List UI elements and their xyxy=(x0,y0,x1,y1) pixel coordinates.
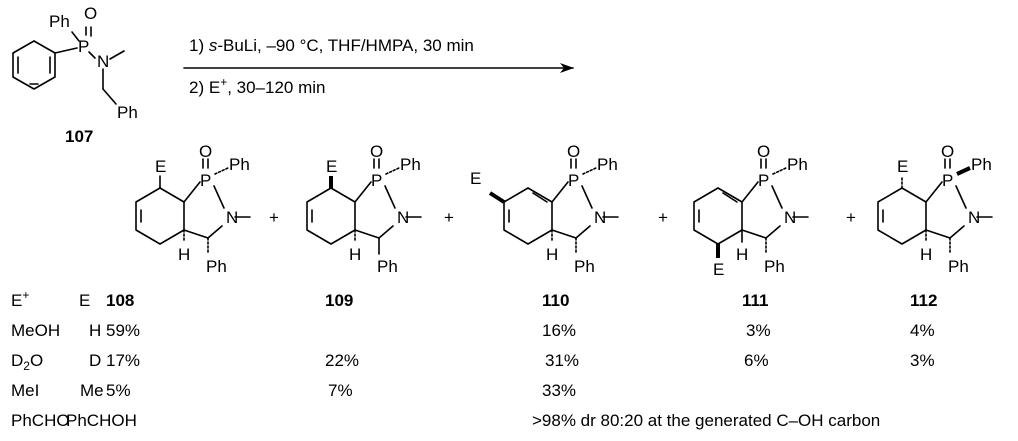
svg-text:D2O: D2O xyxy=(11,351,43,373)
svg-text:PhCHO: PhCHO xyxy=(11,411,70,430)
plus-sign-3: + xyxy=(658,208,668,227)
reagent-oxygen-label: O xyxy=(84,4,97,23)
product-108-structure: E O P N Ph H Ph xyxy=(135,142,251,276)
table-row: D2O D 17% 22% 31% 6% 3% xyxy=(11,351,935,373)
svg-text:D: D xyxy=(89,351,101,370)
svg-text:N: N xyxy=(968,208,980,227)
table-header-electrophile: E+ xyxy=(11,288,29,310)
svg-text:H: H xyxy=(920,245,932,264)
svg-text:Ph: Ph xyxy=(764,257,785,276)
svg-text:P: P xyxy=(568,171,579,190)
svg-text:P: P xyxy=(758,171,769,190)
plus-sign-2: + xyxy=(444,208,454,227)
svg-text:33%: 33% xyxy=(542,381,576,400)
product-112-structure: E O P N Ph H Ph xyxy=(877,142,993,276)
svg-text:O: O xyxy=(941,142,954,161)
svg-text:E: E xyxy=(155,157,166,176)
svg-text:E: E xyxy=(713,260,724,279)
svg-text:N: N xyxy=(784,208,796,227)
svg-text:Ph: Ph xyxy=(229,155,250,174)
compound-number-112: 112 xyxy=(910,291,937,310)
svg-text:H: H xyxy=(89,321,101,340)
svg-text:Ph: Ph xyxy=(377,257,398,276)
condition-step-1: 1) s-BuLi, –90 °C, THF/HMPA, 30 min xyxy=(189,36,474,55)
condition-step-2: 2) E+, 30–120 min xyxy=(189,75,326,97)
table-note: >98% dr 80:20 at the generated C–OH carb… xyxy=(532,411,880,430)
svg-text:P: P xyxy=(371,171,382,190)
svg-text:H: H xyxy=(178,245,190,264)
svg-text:N: N xyxy=(397,208,409,227)
svg-text:O: O xyxy=(199,142,212,161)
svg-text:Ph: Ph xyxy=(400,155,421,174)
reagent-phosphorus-label: P xyxy=(78,37,89,56)
product-110-structure: E O P N Ph H Ph xyxy=(470,142,619,276)
svg-text:O: O xyxy=(567,142,580,161)
svg-text:PhCHOH: PhCHOH xyxy=(66,411,137,430)
svg-text:17%: 17% xyxy=(106,351,140,370)
table-row: MeOH H 59% 16% 3% 4% xyxy=(11,321,935,340)
svg-text:N: N xyxy=(594,208,606,227)
svg-text:6%: 6% xyxy=(744,351,769,370)
svg-text:H: H xyxy=(349,245,361,264)
table-row: MeI Me 5% 7% 33% xyxy=(11,381,576,400)
svg-text:3%: 3% xyxy=(746,321,771,340)
svg-text:31%: 31% xyxy=(545,351,579,370)
svg-text:Ph: Ph xyxy=(971,155,992,174)
svg-text:E: E xyxy=(470,169,481,188)
svg-text:Me: Me xyxy=(80,381,104,400)
svg-text:3%: 3% xyxy=(910,351,935,370)
svg-text:P: P xyxy=(942,171,953,190)
svg-text:59%: 59% xyxy=(106,321,140,340)
svg-text:Ph: Ph xyxy=(206,257,227,276)
compound-number-108: 108 xyxy=(106,291,134,310)
svg-text:5%: 5% xyxy=(106,381,131,400)
reagent-nitrogen-label: N xyxy=(97,52,109,71)
table-header-e: E xyxy=(79,291,90,310)
svg-text:MeI: MeI xyxy=(11,381,39,400)
product-111-structure: E O P N Ph H Ph xyxy=(693,142,809,279)
svg-text:P: P xyxy=(200,171,211,190)
svg-text:Ph: Ph xyxy=(787,155,808,174)
reagent-ph-label: Ph xyxy=(49,12,70,31)
svg-text:Ph: Ph xyxy=(597,155,618,174)
svg-text:O: O xyxy=(370,142,383,161)
plus-sign-4: + xyxy=(846,208,856,227)
table-row: PhCHO PhCHOH >98% dr 80:20 at the genera… xyxy=(11,411,880,430)
reagent-107-structure xyxy=(12,26,125,105)
svg-text:H: H xyxy=(736,245,748,264)
svg-text:4%: 4% xyxy=(910,321,935,340)
svg-text:O: O xyxy=(757,142,770,161)
svg-text:Ph: Ph xyxy=(948,257,969,276)
compound-number-110: 110 xyxy=(542,291,569,310)
svg-text:7%: 7% xyxy=(328,381,353,400)
compound-number-109: 109 xyxy=(325,291,353,310)
svg-text:E: E xyxy=(897,157,908,176)
svg-text:Ph: Ph xyxy=(574,257,595,276)
plus-sign-1: + xyxy=(269,208,279,227)
compound-number-111: 111 xyxy=(742,291,769,310)
svg-text:E: E xyxy=(326,157,337,176)
svg-text:MeOH: MeOH xyxy=(11,321,60,340)
compound-number-107: 107 xyxy=(65,127,93,146)
svg-text:16%: 16% xyxy=(542,321,576,340)
svg-text:H: H xyxy=(546,245,558,264)
reagent-benzyl-ph-label: Ph xyxy=(117,103,138,122)
svg-text:N: N xyxy=(226,208,238,227)
svg-text:22%: 22% xyxy=(325,351,359,370)
product-109-structure: E O P N Ph H Ph xyxy=(306,142,422,276)
